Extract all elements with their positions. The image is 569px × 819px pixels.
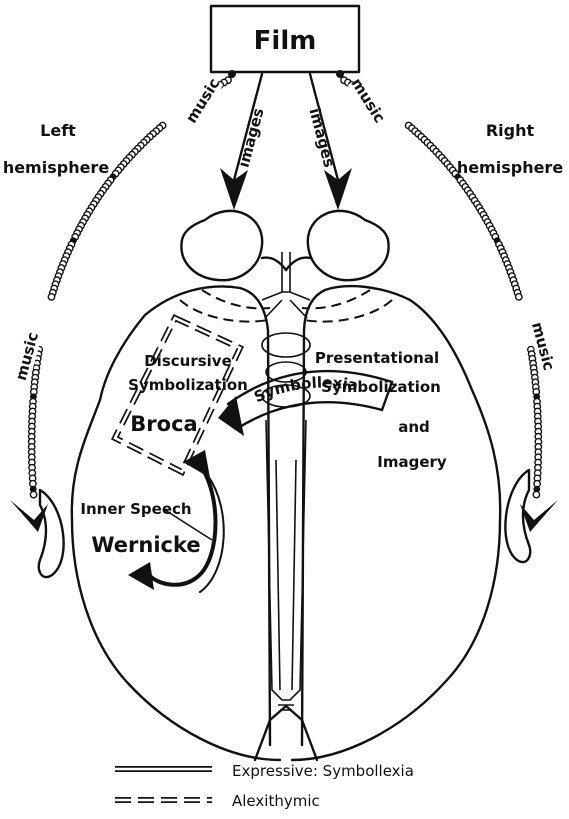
alexithymic-region-outline bbox=[115, 318, 240, 472]
svg-text:music: music bbox=[347, 75, 388, 126]
music-label-left-top: music bbox=[181, 74, 224, 126]
left-hemisphere-label-line2: hemisphere bbox=[3, 158, 110, 177]
images-arrow-left-head bbox=[220, 168, 248, 210]
presentational-label-line3: and bbox=[398, 418, 430, 436]
images-label-left: images bbox=[234, 106, 267, 169]
discursive-label-line1: Discursive bbox=[144, 352, 232, 370]
music-label-right-top: music bbox=[347, 74, 390, 126]
legend-expressive-label: Expressive: Symbollexia bbox=[232, 762, 414, 780]
discursive-label-line2: Symbolization bbox=[128, 376, 248, 394]
images-label-right: images bbox=[305, 106, 338, 169]
right-hemisphere-label-line2: hemisphere bbox=[457, 158, 564, 177]
images-arrow-right-head bbox=[324, 168, 352, 210]
music-arrow-left-head bbox=[10, 500, 48, 532]
legend: Expressive: Symbollexia Alexithymic bbox=[115, 762, 414, 810]
presentational-label-line1: Presentational bbox=[315, 349, 439, 367]
right-hemisphere-label-line1: Right bbox=[486, 121, 535, 140]
music-bead bbox=[516, 294, 522, 300]
music-bead bbox=[30, 491, 36, 497]
music-bead bbox=[48, 294, 54, 300]
brain-outline bbox=[39, 211, 531, 760]
presentational-label-line2: Symbolization bbox=[321, 378, 441, 396]
left-hemisphere-label-line1: Left bbox=[40, 121, 76, 140]
broca-label: Broca bbox=[130, 412, 197, 436]
legend-alexithymic-label: Alexithymic bbox=[232, 792, 320, 810]
svg-text:music: music bbox=[182, 75, 223, 126]
inner-speech-label: Inner Speech bbox=[80, 500, 191, 518]
film-title: Film bbox=[254, 26, 317, 56]
music-arrow-right-head bbox=[520, 500, 558, 532]
wernicke-label: Wernicke bbox=[91, 533, 200, 557]
music-bead bbox=[533, 491, 539, 497]
presentational-label-line4: Imagery bbox=[377, 453, 447, 471]
